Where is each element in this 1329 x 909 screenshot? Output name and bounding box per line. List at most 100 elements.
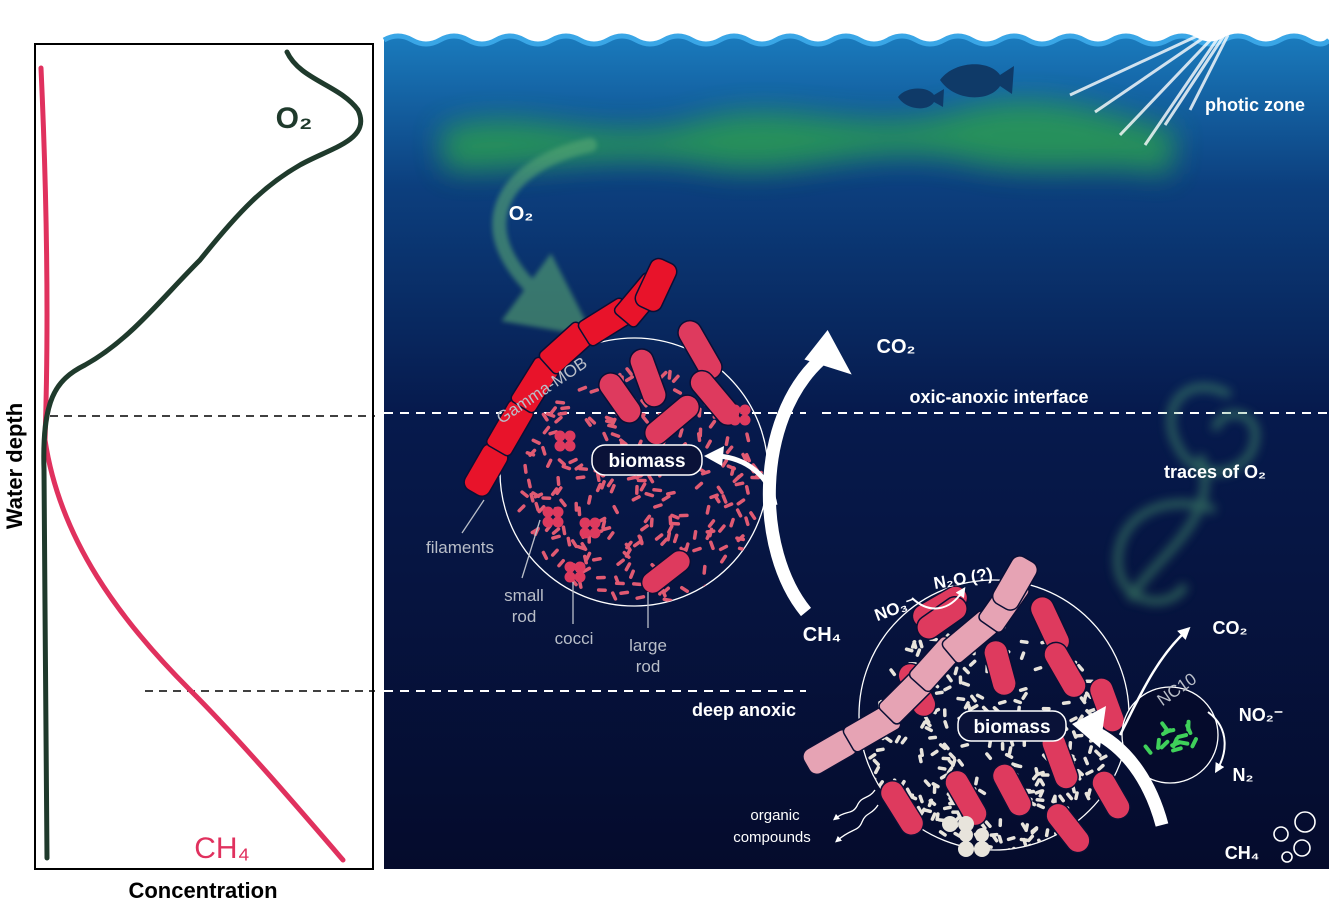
small-rod-cell (894, 735, 901, 744)
nc10-circle (1121, 686, 1219, 784)
small-rod-cell (667, 369, 672, 380)
small-rod-cell (639, 482, 647, 492)
small-rod-cell (713, 494, 721, 504)
small-rod-cell (1097, 763, 1105, 771)
coccus-cell (552, 506, 564, 518)
nc10-rod-cell (1163, 728, 1176, 734)
photic-zone-label: photic zone (1205, 95, 1305, 115)
upper-flux-arrows: CO₂ CH₄ (704, 330, 915, 646)
small-rod-cell (696, 432, 702, 443)
small-rod-cell (946, 766, 954, 775)
small-rod-cell (918, 639, 924, 649)
coccus-cell (739, 404, 751, 416)
small-rod-cell (654, 533, 664, 541)
small-rod-cell (653, 503, 663, 509)
small-rod-cell (570, 539, 578, 549)
small-rod-cell (614, 575, 620, 585)
upper-pointer-lines (461, 499, 649, 628)
fish-icon (898, 64, 1014, 109)
o2-trace-swirls (1113, 383, 1260, 606)
o2-diffusion-arrow (492, 138, 597, 337)
small-rod-cell (984, 820, 992, 829)
small-rod-cell (709, 540, 715, 551)
small-rod-cell (873, 765, 881, 775)
coccus-cell (542, 506, 554, 518)
small-rod-cell (624, 548, 632, 558)
small-rod-cell (529, 492, 535, 503)
small-rod-cell (610, 432, 621, 438)
small-rod-cell (616, 558, 625, 566)
small-rod-cell (577, 506, 582, 517)
small-rod-cell (956, 696, 966, 701)
small-rod-cell (953, 666, 959, 676)
coccus-cell (579, 527, 591, 539)
small-rod-cell (610, 591, 618, 601)
phytoplankton-layer (440, 101, 1175, 175)
small-rod-cell (930, 812, 937, 821)
small-rod-cell (624, 375, 635, 383)
coccus-cell (589, 527, 601, 539)
water-column: photic zone oxic-anoxic interface traces… (382, 28, 1329, 869)
small-rod-cell (550, 487, 559, 496)
small-rod-cell (609, 483, 616, 494)
small-rod-cell (1026, 834, 1035, 843)
small-rod-cell (1069, 716, 1078, 723)
interface-zone-label: oxic-anoxic interface (909, 387, 1088, 407)
deep-co2-arrow (1118, 626, 1191, 736)
small-rod-cell (584, 418, 592, 427)
small-rod-cell (678, 513, 689, 518)
small-rod-cell (672, 533, 679, 544)
small-rod-cell (958, 675, 963, 685)
small-rod-cell (1061, 700, 1071, 706)
small-rod-cell (1085, 769, 1094, 776)
small-rod-cell (652, 488, 663, 493)
water-surface (382, 33, 1329, 47)
small-rod-cell (721, 494, 728, 504)
depth-profile-panel: O₂ CH₄ Concentration Water depth (2, 43, 375, 903)
small-rod-cell (923, 779, 931, 787)
small-rod-cell (735, 508, 743, 518)
coccus-cell (564, 571, 576, 583)
n2-label: N₂ (1233, 765, 1254, 785)
small-rod-cell (718, 544, 729, 552)
small-rod-cell (566, 536, 572, 547)
small-rod-cell (997, 699, 1007, 705)
small-rod-cell (1019, 651, 1026, 661)
coccus-cell (574, 561, 586, 573)
small-rod-label-2: rod (512, 607, 537, 626)
small-rod-cell (643, 514, 652, 524)
small-rod-cell (998, 818, 1003, 828)
small-rod-cell (1034, 789, 1044, 795)
lower-co2-label: CO₂ (1213, 618, 1248, 638)
small-rod-cell (1094, 749, 1102, 757)
nc10-rod-cell (1190, 737, 1198, 749)
small-rod-cell (548, 429, 559, 436)
nc10-rod-cell (1171, 746, 1183, 753)
small-rod-cell (1041, 706, 1051, 711)
small-rod-cell (578, 466, 589, 471)
small-rod-cell (542, 425, 551, 435)
small-rod-cell (730, 466, 736, 476)
small-rod-cell (1019, 639, 1029, 644)
small-rod-cell (725, 445, 734, 454)
deep-anoxic-label: deep anoxic (692, 700, 796, 720)
small-rod-cell (750, 475, 761, 480)
lower-flux-arrows: CO₂ CH₄ (1072, 618, 1316, 863)
small-rod-cell (1019, 837, 1029, 843)
small-rod-cell (729, 517, 735, 528)
small-rod-cell (557, 411, 568, 416)
small-rod-cell (629, 569, 635, 579)
no2-label: NO₂⁻ (1239, 705, 1284, 725)
small-rod-cell (635, 595, 646, 600)
small-rod-cell (625, 367, 633, 376)
nc10-rod-cell (1160, 721, 1169, 732)
small-rod-cell (541, 550, 549, 561)
small-rod-cell (1083, 756, 1090, 766)
small-rod-cell (1021, 691, 1028, 700)
small-rod-cell (1074, 733, 1084, 738)
coccus-cell (542, 516, 554, 528)
small-rod-cell (531, 438, 541, 445)
small-rod-cell (1066, 792, 1074, 801)
y-axis-label: Water depth (2, 403, 27, 529)
nc10-community: NC10 NO₂⁻ N₂ (1121, 669, 1284, 785)
